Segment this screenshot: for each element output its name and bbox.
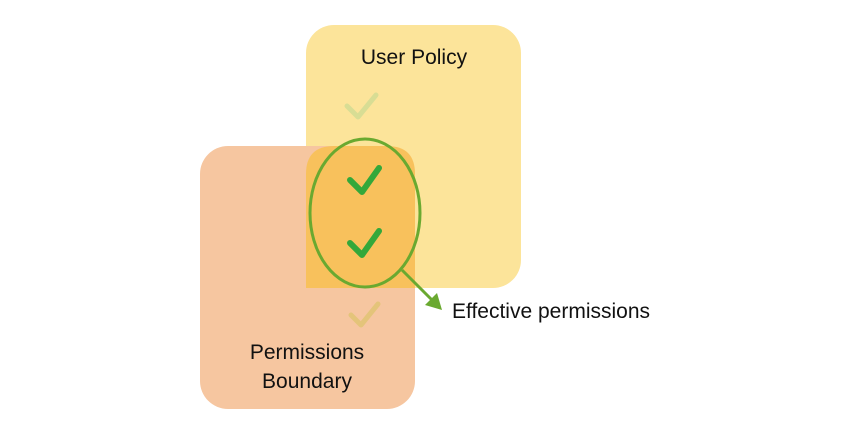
active-check-icon-1	[347, 165, 382, 195]
permissions-boundary-label-line1: Permissions	[250, 341, 364, 364]
overlap-region	[306, 146, 415, 288]
user-policy-label: User Policy	[361, 46, 468, 69]
faded-check-icon-bottom	[348, 301, 381, 328]
faded-check-icon-top	[344, 92, 379, 120]
arrow-icon	[400, 268, 442, 310]
effective-permissions-label: Effective permissions	[452, 300, 650, 323]
permissions-boundary-label-line2: Boundary	[262, 370, 352, 393]
effective-permissions-ellipse	[308, 137, 422, 289]
active-check-icon-2	[347, 228, 382, 258]
